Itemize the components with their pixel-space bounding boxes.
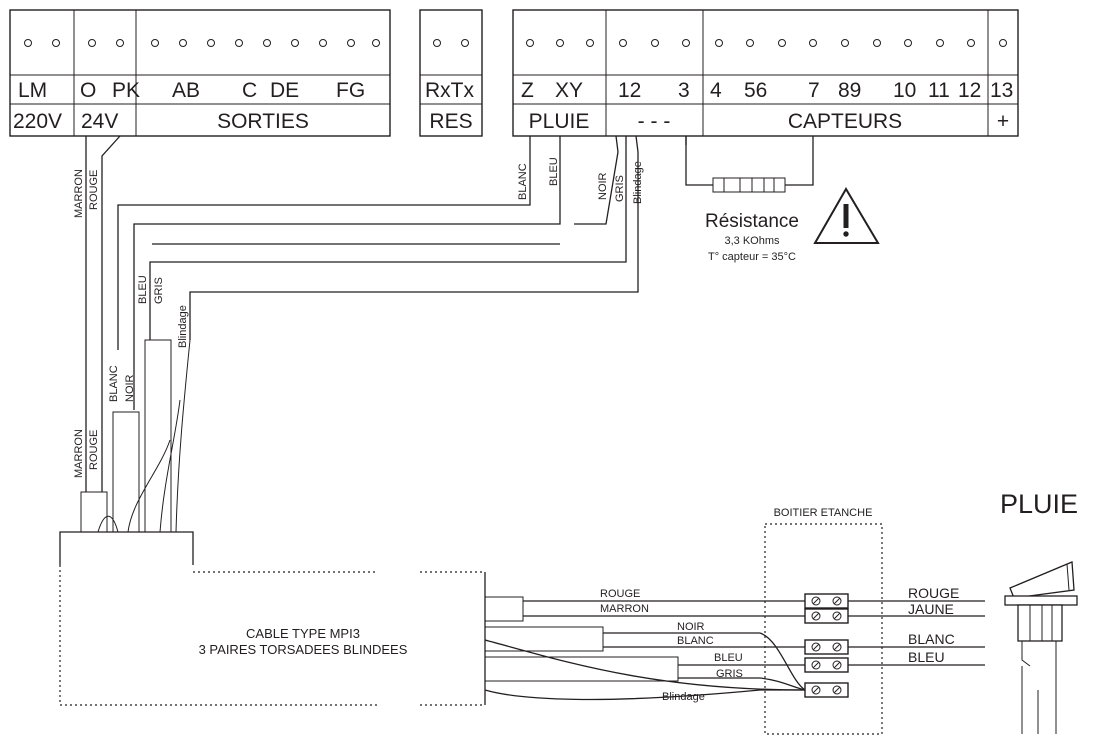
- label-pluie-block: PLUIE: [529, 110, 590, 133]
- label-fg: FG: [336, 79, 365, 102]
- label-sorties: SORTIES: [217, 110, 309, 133]
- terminal-block-sensors: Z XY 12 3 4 56 7 89 10 11 12 13 PLUIE - …: [512, 9, 1019, 137]
- label-89: 89: [838, 79, 861, 102]
- wire-label-noir-mid: NOIR: [124, 374, 136, 402]
- warning-icon: [813, 187, 880, 244]
- sensor-wire-bleu: BLEU: [908, 649, 945, 665]
- pair-sheaths-right: [484, 596, 679, 682]
- wire-label-rouge-top: ROUGE: [88, 170, 100, 210]
- wire-label-gris-right: GRIS: [716, 668, 743, 680]
- label-xy: XY: [555, 79, 583, 102]
- wire-label-marron-top: MARRON: [73, 169, 85, 218]
- wire-label-blanc-right: BLANC: [677, 635, 714, 647]
- wire-label-noir-right: NOIR: [677, 621, 705, 633]
- wires-right: [484, 600, 985, 701]
- label-7: 7: [808, 79, 820, 102]
- pin-row-sensors: [526, 39, 1007, 47]
- junction-box: BOITIER ETANCHE: [764, 507, 883, 735]
- label-z: Z: [521, 79, 534, 102]
- label-11: 11: [928, 79, 950, 102]
- junction-box-label: BOITIER ETANCHE: [774, 507, 873, 519]
- sensor-wire-blanc: BLANC: [908, 631, 955, 647]
- wire-label-blindage-right: Blindage: [662, 691, 705, 703]
- resistance-temp: T° capteur = 35°C: [708, 251, 796, 263]
- label-c: C: [242, 79, 257, 102]
- wire-label-marron-low: MARRON: [73, 429, 85, 478]
- pair-sheaths-left: [80, 339, 191, 533]
- cable-title-line2: 3 PAIRES TORSADEES BLINDEES: [199, 642, 408, 657]
- wire-label-blindage-top: Blindage: [632, 161, 644, 204]
- terminal-block-main: LM O PK AB C DE FG 220V 24V SORTIES: [9, 9, 391, 137]
- label-rxtx: RxTx: [425, 79, 474, 102]
- pluie-title: PLUIE: [1000, 489, 1078, 519]
- label-12b: 12: [958, 79, 981, 102]
- label-capteurs: CAPTEURS: [788, 110, 902, 133]
- wire-label-gris-mid: GRIS: [153, 277, 165, 304]
- label-56: 56: [744, 79, 767, 102]
- label-plus: +: [997, 110, 1009, 133]
- resistance-value: 3,3 KOhms: [724, 235, 780, 247]
- resistance-circuit: Résistance 3,3 KOhms T° capteur = 35°C: [685, 136, 814, 263]
- wire-label-noir-top: NOIR: [597, 172, 609, 200]
- wire-label-gris-top: GRIS: [614, 175, 626, 202]
- label-ab: AB: [172, 79, 200, 102]
- terminal-strip: [804, 593, 849, 698]
- label-3: 3: [678, 79, 690, 102]
- resistance-title: Résistance: [705, 211, 799, 232]
- wire-label-blindage-mid: Blindage: [177, 305, 189, 348]
- sensor-wire-jaune: JAUNE: [908, 601, 954, 617]
- wire-label-blanc-top: BLANC: [517, 163, 529, 200]
- pin-row-main: [24, 39, 380, 47]
- label-220v: 220V: [13, 110, 62, 133]
- label-12: 12: [618, 79, 641, 102]
- wire-label-bleu-mid: BLEU: [137, 275, 149, 304]
- label-10: 10: [893, 79, 916, 102]
- rain-sensor-icon: [1004, 561, 1078, 734]
- wire-label-marron-right: MARRON: [600, 603, 649, 615]
- label-dashes: - - -: [638, 110, 671, 133]
- wire-label-bleu-right: BLEU: [714, 652, 743, 664]
- label-pk: PK: [112, 79, 140, 102]
- label-4: 4: [710, 79, 722, 102]
- label-13: 13: [990, 79, 1013, 102]
- wire-label-rouge-right: ROUGE: [600, 588, 640, 600]
- wires-left: [85, 135, 687, 492]
- wire-label-blanc-mid: BLANC: [108, 365, 120, 402]
- cable-body: CABLE TYPE MPI3 3 PAIRES TORSADEES BLIND…: [59, 531, 486, 706]
- label-de: DE: [270, 79, 299, 102]
- label-24v: 24V: [81, 110, 118, 133]
- label-lm: LM: [18, 79, 47, 102]
- wire-label-rouge-low: ROUGE: [88, 430, 100, 470]
- cable-title-line1: CABLE TYPE MPI3: [246, 626, 360, 641]
- label-o: O: [80, 79, 96, 102]
- wire-label-bleu-top: BLEU: [548, 157, 560, 186]
- terminal-block-res: RxTx RES: [419, 9, 483, 137]
- label-res: RES: [429, 110, 472, 133]
- sensor-wire-rouge: ROUGE: [908, 585, 959, 601]
